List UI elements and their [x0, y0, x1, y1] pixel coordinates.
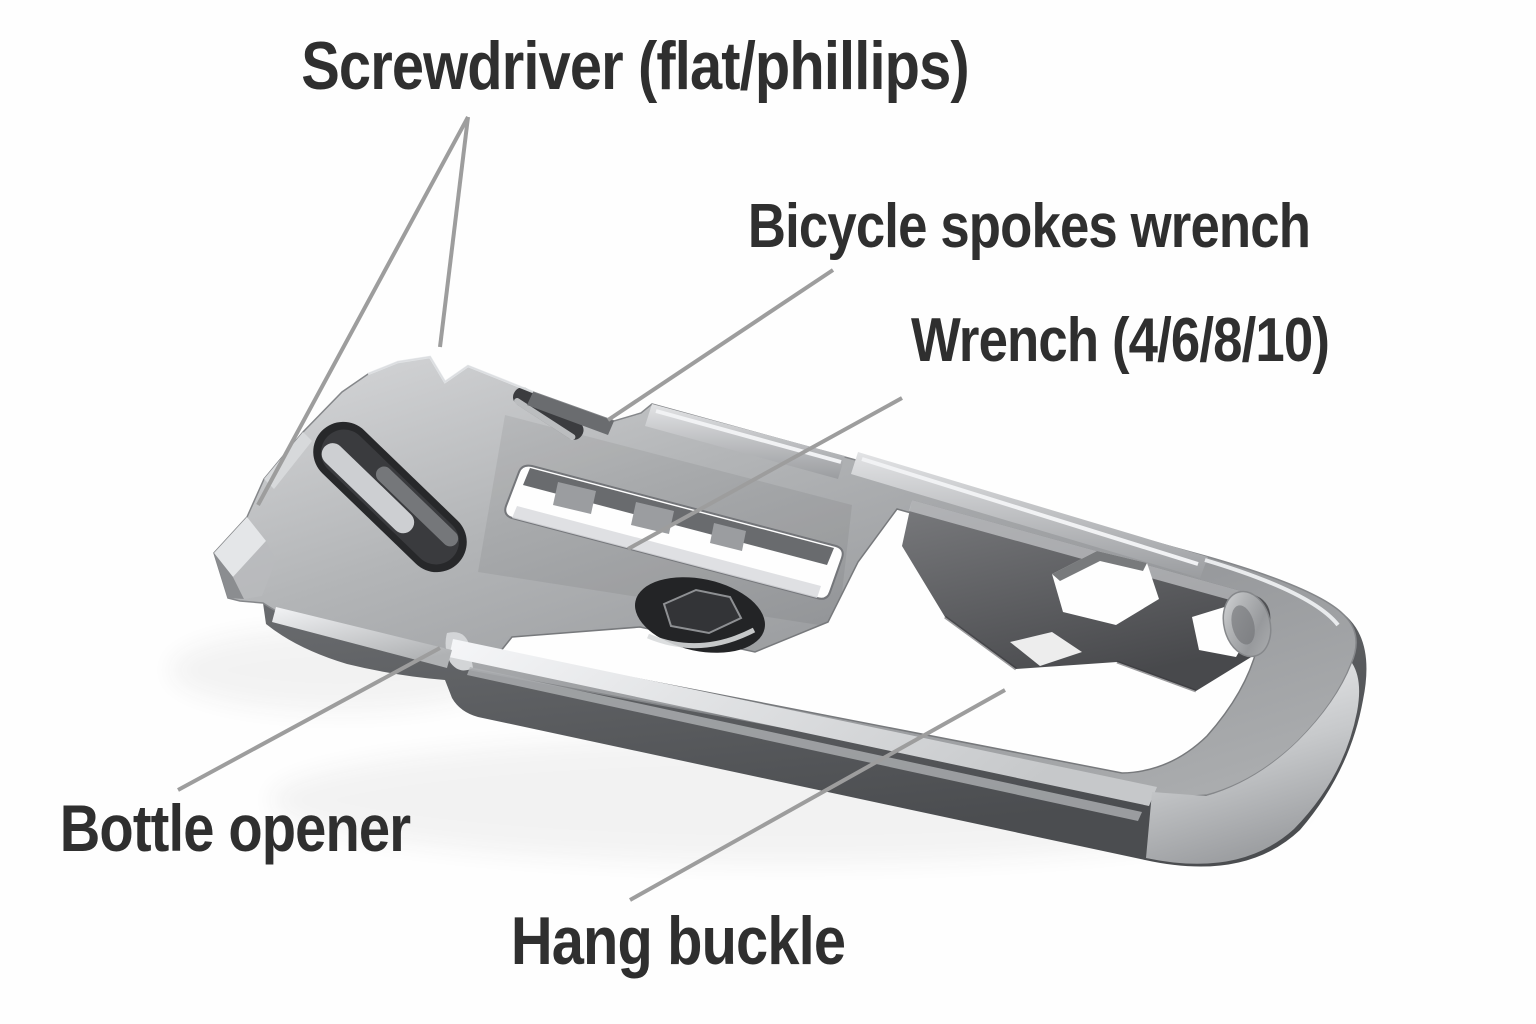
annotation-line-bottle-opener: [177, 646, 441, 792]
spoke-step: [710, 523, 746, 551]
corner-post: [1222, 590, 1272, 658]
annotation-line-screwdriver: [256, 116, 470, 506]
annotation-line-bicycle-spokes-wrench: [606, 268, 835, 422]
spoke-step: [631, 502, 674, 534]
annotation-line-screwdriver: [438, 116, 470, 348]
bottle-opener-tip: [214, 517, 276, 599]
label-bicycle-spokes-wrench: Bicycle spokes wrench: [747, 192, 1311, 261]
annotation-lines: [177, 116, 1006, 902]
head-top-highlight: [367, 355, 534, 394]
spoke-step: [553, 482, 596, 514]
corner-reflection: [1146, 663, 1360, 864]
annotation-line-wrench-sizes: [627, 396, 903, 551]
label-screwdriver: Screwdriver (flat/phillips): [301, 28, 969, 104]
annotation-line-hang-buckle: [629, 688, 1006, 902]
plate-top-bevel: [527, 392, 614, 435]
head-slot: [313, 421, 467, 573]
label-wrench-sizes: Wrench (4/6/8/10): [910, 306, 1330, 375]
neck-chamfer: [272, 607, 452, 668]
label-hang-buckle: Hang buckle: [510, 903, 846, 979]
hex-notch: [1010, 632, 1082, 666]
inner-wrench-plate: [902, 500, 1271, 693]
far-rail: [645, 404, 1340, 627]
label-bottle-opener: Bottle opener: [59, 791, 411, 865]
near-rail: [445, 632, 1157, 821]
spoke-wrench-cutout: [504, 464, 844, 600]
hex-wrench-hole: [635, 577, 765, 653]
